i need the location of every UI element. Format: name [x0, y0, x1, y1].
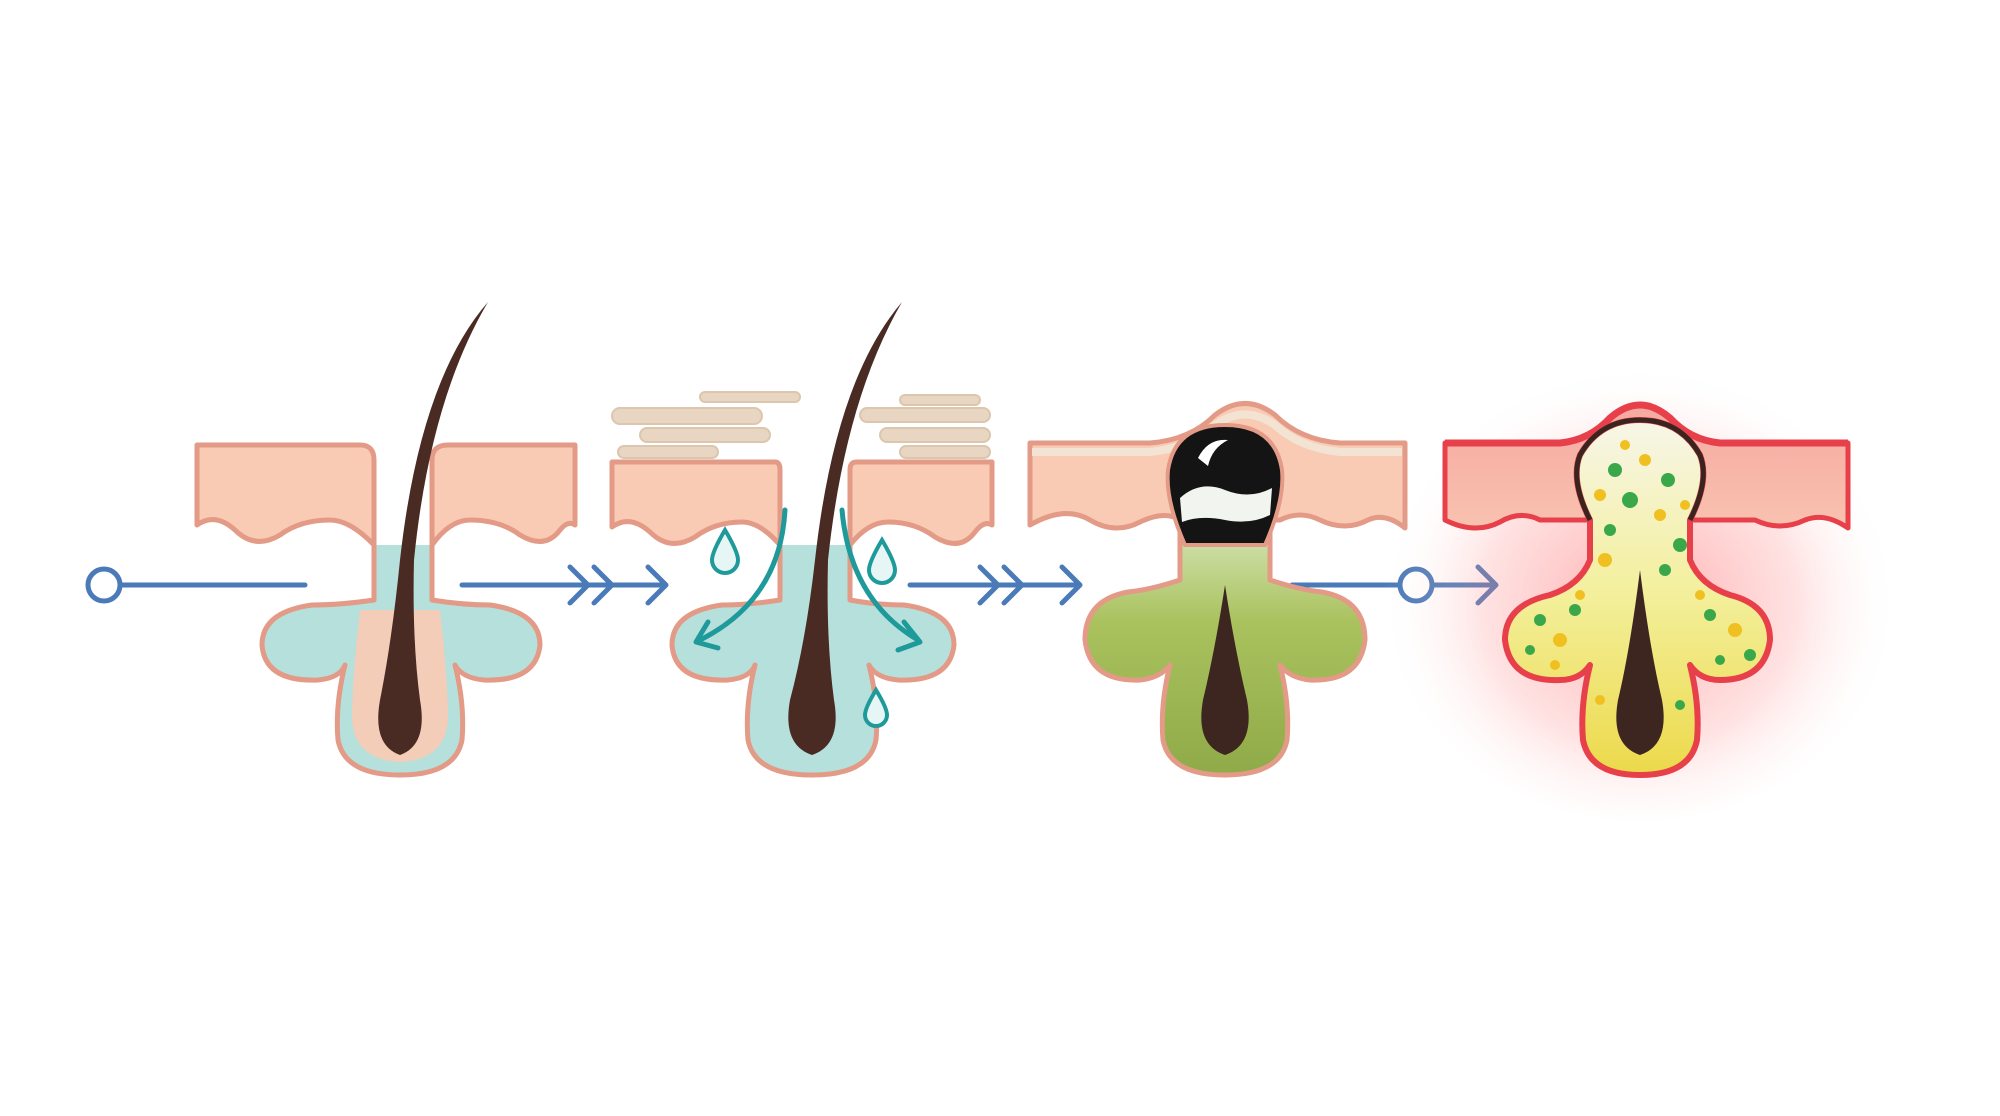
bacteria-dots — [1525, 440, 1756, 710]
stage-2-excess-sebum — [609, 302, 995, 778]
stage-3-blackhead — [1027, 401, 1408, 778]
skin-left — [194, 442, 377, 548]
sebum-flow-arrows — [693, 507, 923, 653]
arrow-2-icon — [907, 564, 1083, 606]
plug-shine — [1198, 439, 1228, 466]
blackhead-plug — [1165, 422, 1285, 547]
sebum-band — [1180, 486, 1272, 522]
skin-right — [847, 459, 995, 548]
pus-plug-outline — [1574, 417, 1706, 522]
hair-root — [1616, 570, 1664, 755]
stage-4-inflamed-pimple — [1380, 340, 1900, 820]
skin-left — [609, 459, 783, 548]
arrow-1-icon — [459, 564, 669, 606]
hair-shaft — [378, 302, 488, 755]
stage-1-healthy-follicle — [194, 302, 578, 778]
start-node-icon — [85, 566, 123, 604]
dead-skin-flakes — [611, 391, 991, 459]
hair-root — [1201, 585, 1249, 755]
skin-right — [429, 442, 578, 548]
sebum-droplet-icons — [709, 526, 898, 728]
hair-shaft — [788, 302, 902, 755]
inflamed-surface — [1445, 401, 1848, 447]
